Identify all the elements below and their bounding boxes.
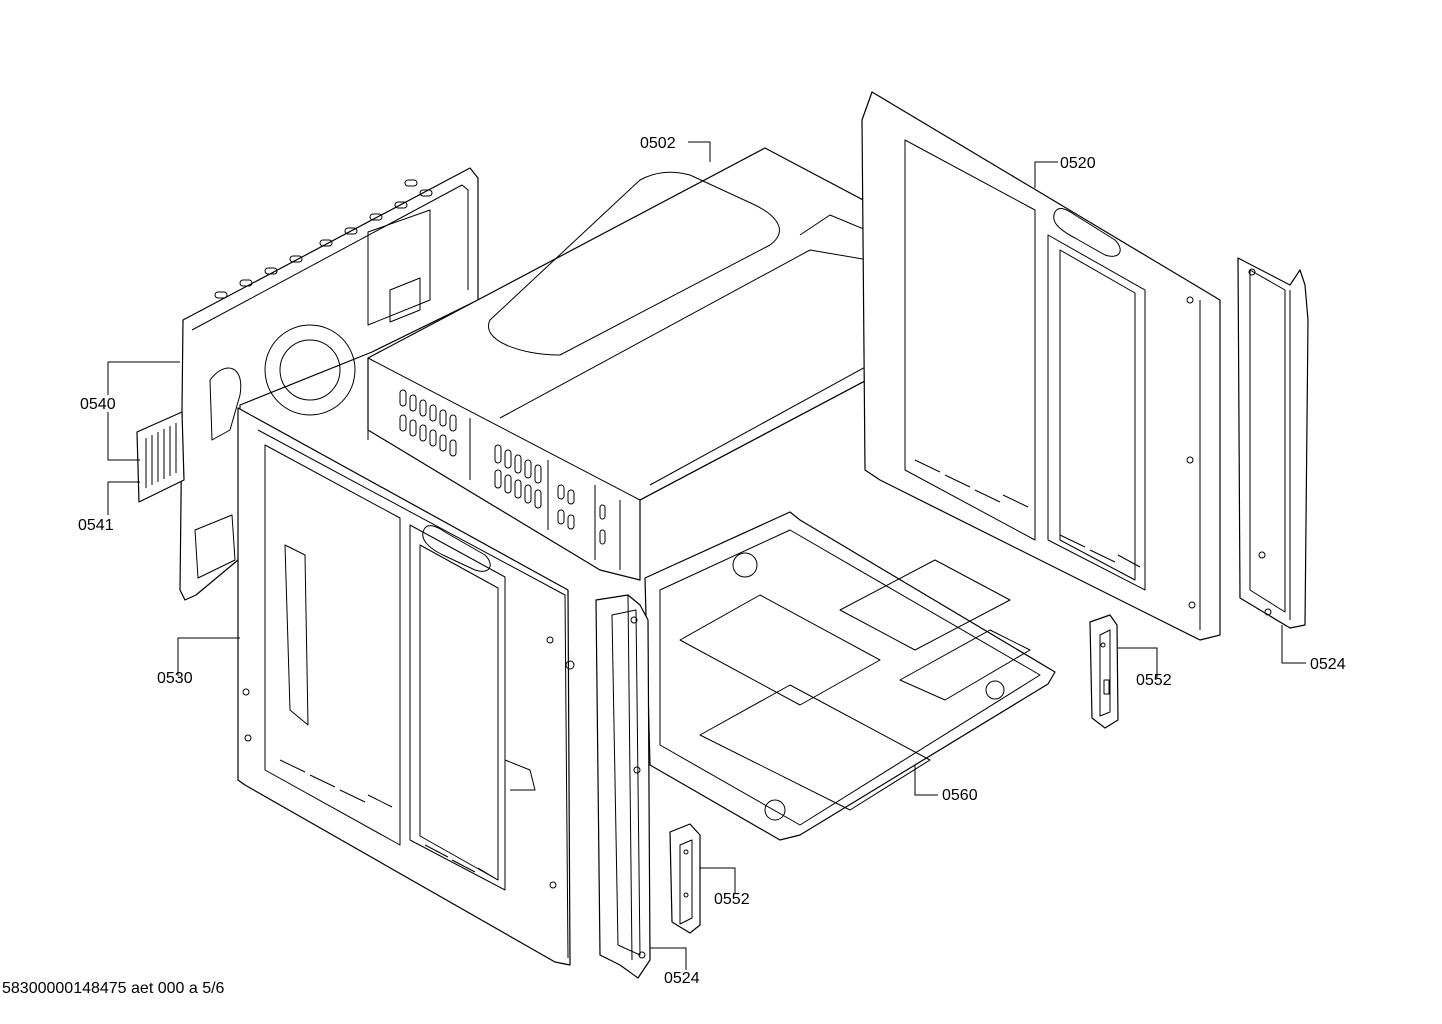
part-0524-right-rail (1237, 257, 1309, 629)
leader-0524-right (1281, 625, 1306, 664)
leader-0541 (107, 481, 140, 515)
leader-0552-right (1118, 647, 1158, 678)
part-0552-bracket-right (1089, 614, 1119, 729)
label-0552-right: 0552 (1136, 672, 1172, 689)
part-0540-rear-panel (179, 167, 479, 601)
label-0530: 0530 (157, 670, 193, 687)
drawing-reference-footer: 58300000148475 aet 000 a 5/6 (2, 980, 225, 997)
leader-lines (107, 141, 1306, 970)
part-0552-bracket-front (669, 823, 701, 934)
part-0560-bottom-tray (644, 511, 1056, 841)
part-0524-front-rail (595, 594, 651, 979)
label-0520: 0520 (1060, 155, 1096, 172)
part-labels: 0502 0520 0540 0541 0530 0524 0552 0560 … (78, 135, 1346, 987)
leader-0520 (1034, 161, 1058, 188)
leader-0552-front (700, 867, 736, 893)
label-0560: 0560 (942, 787, 978, 804)
leader-0560 (914, 765, 938, 796)
part-0502-cavity-box (367, 147, 1019, 581)
part-0520-right-side-panel (861, 91, 1221, 641)
label-0524-right: 0524 (1310, 656, 1346, 673)
leader-0502 (688, 141, 711, 162)
label-0502: 0502 (640, 135, 676, 152)
label-0541: 0541 (78, 517, 114, 534)
leader-0540 (107, 361, 180, 395)
label-0552-front: 0552 (714, 891, 750, 908)
label-0540: 0540 (80, 396, 116, 413)
leader-0530 (177, 637, 240, 676)
leader-0524-front (650, 947, 687, 970)
part-0530-left-side-panel (237, 407, 575, 966)
part-0541-grille-plate (136, 411, 185, 503)
label-0524-front: 0524 (664, 970, 700, 987)
leader-0540b (107, 412, 140, 461)
